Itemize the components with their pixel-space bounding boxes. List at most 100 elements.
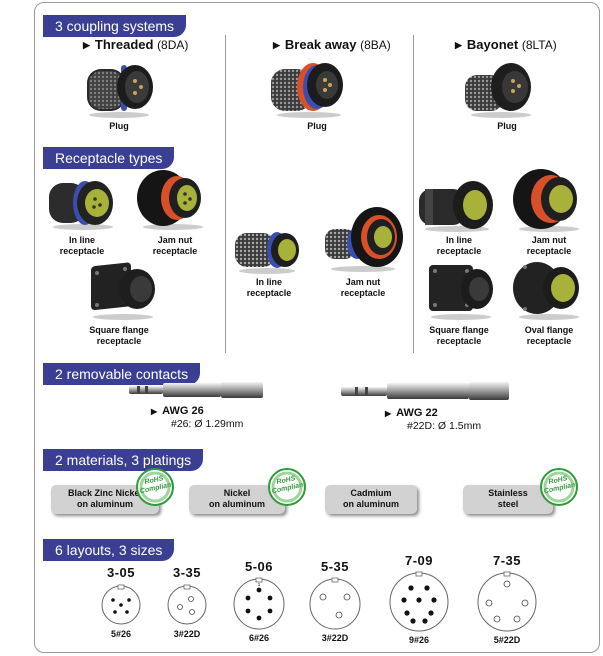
receptacle-caption: In line receptacle (437, 235, 482, 257)
arrow-right-icon: ▶ (385, 409, 392, 418)
section-banner-materials: 2 materials, 3 platings (43, 449, 204, 471)
receptacle-label: Jam nut receptacle (152, 235, 198, 256)
receptacle-caption: Jam nut receptacle (153, 235, 198, 257)
bayonet-inline-receptacle-image (419, 181, 493, 232)
section-title: 2 materials, 3 platings (55, 452, 192, 468)
layout-code: 3-05 (106, 565, 136, 580)
catalog-frame: 3 coupling systems Receptacle types 2 re… (34, 2, 600, 653)
section-banner-contacts: 2 removable contacts (43, 363, 201, 385)
breakaway-jamnut-receptacle-image (325, 207, 403, 272)
contact-awg22-size: #22D: Ø 1.5mm (407, 420, 482, 432)
receptacle-label: In line receptacle (59, 235, 105, 256)
arrow-right-icon: ▶ (455, 40, 462, 50)
arrow-right-icon: ▶ (151, 407, 158, 416)
layout-contacts: 3#22D (173, 629, 201, 639)
layout-contacts: 3#22D (321, 633, 349, 643)
coupling-code: (8DA) (157, 38, 189, 52)
receptacle-caption: Jam nut receptacle (341, 277, 386, 299)
layout-face-5-06: 1 (233, 577, 285, 630)
material-stainless-steel: Stainless steel (463, 485, 553, 514)
coupling-title-bayonet: ▶ Bayonet (8LTA) (455, 37, 557, 52)
contact-awg26-size: #26: Ø 1.29mm (171, 418, 244, 430)
contact-awg: AWG 26 (162, 405, 204, 417)
threaded-plug-image (87, 65, 153, 118)
layout-contacts: 6#26 (248, 633, 270, 643)
section-title: 3 coupling systems (55, 18, 175, 34)
layout-face-7-09 (389, 571, 449, 632)
section-banner-coupling: 3 coupling systems (43, 15, 187, 37)
column-divider (413, 35, 414, 353)
column-divider (225, 35, 226, 353)
coupling-title-breakaway: ▶ Break away (8BA) (273, 37, 391, 52)
coupling-title-threaded: ▶ Threaded (8DA) (83, 37, 188, 52)
receptacle-caption: Square flange receptacle (89, 325, 149, 347)
svg-text:1: 1 (258, 582, 261, 587)
arrow-right-icon: ▶ (273, 40, 280, 50)
rohs-badge-icon (540, 468, 578, 506)
receptacle-label: In line receptacle (436, 235, 482, 256)
section-title: 2 removable contacts (55, 366, 189, 382)
section-banner-layouts: 6 layouts, 3 sizes (43, 539, 175, 561)
bayonet-jamnut-receptacle-image (513, 169, 579, 232)
receptacle-label: Square flange receptacle (429, 325, 489, 346)
arrow-right-icon: ▶ (83, 40, 90, 50)
material-label: Cadmium on aluminum (343, 488, 399, 509)
receptacle-caption: In line receptacle (247, 277, 292, 299)
coupling-name: Bayonet (466, 37, 519, 52)
receptacle-label: Square flange receptacle (89, 325, 149, 346)
contact-awg22-title: ▶ AWG 22 (385, 407, 438, 419)
coupling-name: Threaded (94, 37, 154, 52)
section-title: Receptacle types (55, 150, 163, 166)
layout-code: 3-35 (172, 565, 202, 580)
rohs-badge-icon (136, 468, 174, 506)
receptacle-caption: Oval flange receptacle (525, 325, 574, 347)
bayonet-squareflange-receptacle-image (429, 265, 493, 320)
layout-code: 7-35 (492, 553, 522, 568)
threaded-jamnut-receptacle-image (137, 170, 203, 230)
layout-face-5-35 (309, 577, 361, 630)
layout-code: 7-09 (404, 553, 434, 568)
coupling-code: (8BA) (360, 38, 391, 52)
receptacle-label: Jam nut receptacle (340, 277, 386, 298)
bayonet-plug-image (465, 63, 531, 118)
coupling-code: (8LTA) (521, 38, 557, 52)
layout-contacts: 5#26 (110, 629, 132, 639)
layout-contacts: 5#22D (493, 635, 521, 645)
layout-face-3-05 (101, 584, 141, 625)
contact-pin-awg26-image (129, 382, 263, 398)
receptacle-label: Jam nut receptacle (526, 235, 572, 256)
coupling-name: Break away (284, 37, 357, 52)
contact-pin-awg22-image (341, 382, 509, 400)
material-label: Stainless steel (488, 488, 528, 509)
bayonet-ovalflange-receptacle-image (513, 262, 579, 320)
plug-caption: Plug (109, 121, 129, 131)
material-label: Black Zinc Nickel on aluminum (67, 488, 143, 509)
layout-face-3-35 (167, 584, 207, 625)
rohs-badge-icon (268, 468, 306, 506)
section-banner-receptacle: Receptacle types (43, 147, 175, 169)
threaded-inline-receptacle-image (49, 181, 113, 230)
receptacle-label: In line receptacle (246, 277, 292, 298)
contact-awg26-title: ▶ AWG 26 (151, 405, 204, 417)
receptacle-caption: Jam nut receptacle (527, 235, 572, 257)
plug-caption: Plug (307, 121, 327, 131)
plug-caption: Plug (497, 121, 517, 131)
layout-face-7-35 (477, 571, 537, 632)
contact-awg: AWG 22 (396, 407, 438, 419)
breakaway-plug-image (271, 63, 343, 118)
layout-contacts: 9#26 (408, 635, 430, 645)
material-nickel: Nickel on aluminum (189, 485, 285, 514)
layout-code: 5-35 (320, 559, 350, 574)
receptacle-label: Oval flange receptacle (524, 325, 574, 346)
threaded-squareflange-receptacle-image (91, 262, 155, 320)
section-title: 6 layouts, 3 sizes (55, 542, 163, 558)
material-cadmium: Cadmium on aluminum (325, 485, 417, 514)
breakaway-inline-receptacle-image (235, 232, 299, 274)
receptacle-caption: In line receptacle (60, 235, 105, 257)
material-label: Nickel on aluminum (209, 488, 265, 509)
layout-code: 5-06 (244, 559, 274, 574)
receptacle-caption: Square flange receptacle (429, 325, 489, 347)
